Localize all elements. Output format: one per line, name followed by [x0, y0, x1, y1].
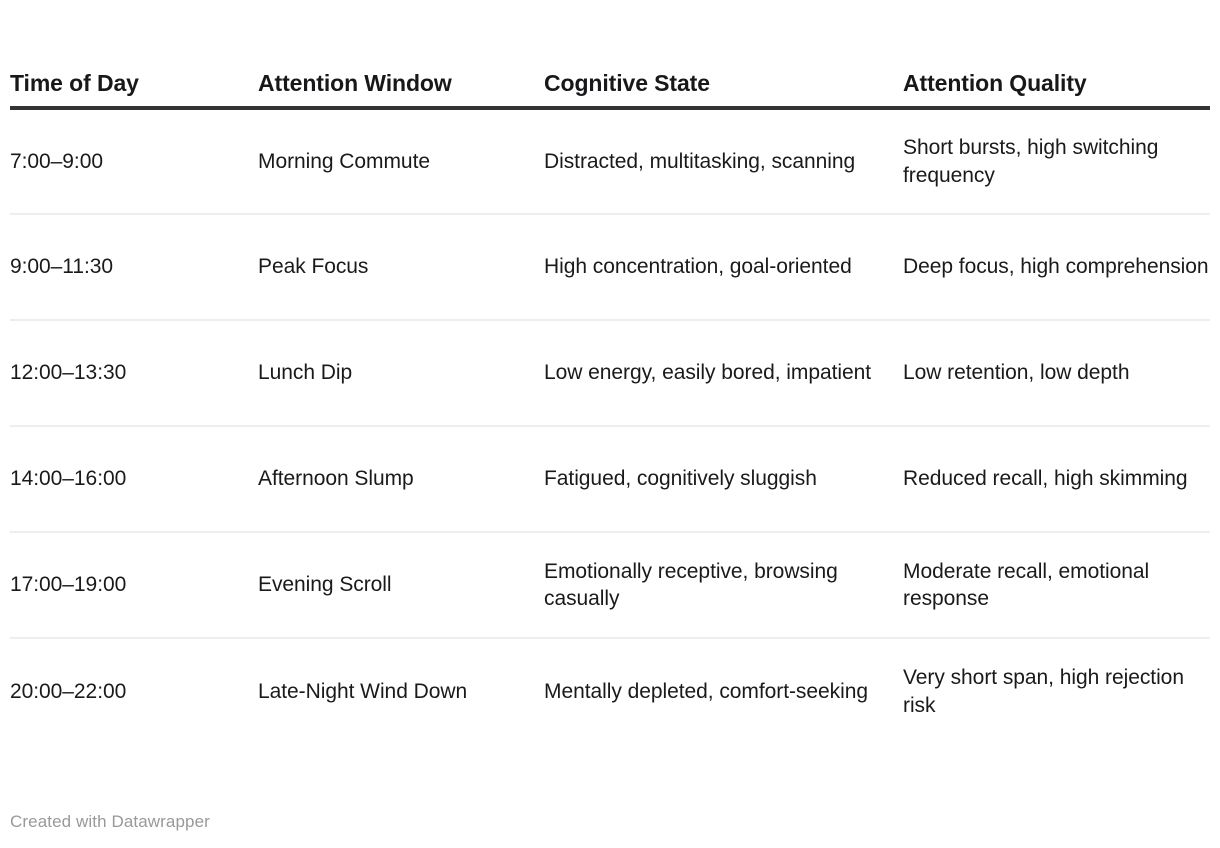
- table-row: 12:00–13:30 Lunch Dip Low energy, easily…: [10, 320, 1210, 427]
- cell-attention-window: Morning Commute: [258, 108, 544, 215]
- column-header-cognitive-state[interactable]: Cognitive State: [544, 0, 903, 110]
- cell-attention-window: Late-Night Wind Down: [258, 679, 468, 703]
- cell-time-of-day: 20:00–22:00: [10, 679, 127, 703]
- cell-time-of-day: 14:00–16:00: [10, 426, 258, 533]
- table-row: 14:00–16:00 Afternoon Slump Fatigued, co…: [10, 426, 1210, 533]
- cell-attention-quality: Moderate recall, emotional response: [903, 532, 1210, 639]
- table-row: 20:00–22:00 Late-Night Wind Down Mentall…: [10, 638, 1210, 744]
- cell-time-of-day: 17:00–19:00: [10, 532, 258, 639]
- cell-time-of-day: 7:00–9:00: [10, 108, 258, 215]
- cell-cognitive-state: Distracted, multitasking, scanning: [544, 108, 903, 215]
- table-row: 7:00–9:00 Morning Commute Distracted, mu…: [10, 108, 1210, 215]
- datawrapper-credit[interactable]: Created with Datawrapper: [10, 812, 210, 831]
- cell-attention-window: Peak Focus: [258, 214, 544, 321]
- cell-attention-window: Lunch Dip: [258, 320, 544, 427]
- data-table: Time of Day Attention Window Cognitive S…: [10, 0, 1210, 744]
- cell-cognitive-state: Fatigued, cognitively sluggish: [544, 426, 903, 533]
- cell-attention-quality: Very short span, high rejection risk: [903, 666, 1184, 717]
- cell-cognitive-state: Mentally depleted, comfort-seeking: [544, 679, 868, 703]
- cell-time-of-day: 12:00–13:30: [10, 320, 258, 427]
- cell-attention-quality: Short bursts, high switching frequency: [903, 108, 1210, 215]
- column-header-attention-window[interactable]: Attention Window: [258, 0, 544, 110]
- cell-attention-window: Evening Scroll: [258, 532, 544, 639]
- table-header: Time of Day Attention Window Cognitive S…: [10, 0, 1210, 110]
- table-row: 17:00–19:00 Evening Scroll Emotionally r…: [10, 532, 1210, 639]
- cell-cognitive-state: Low energy, easily bored, impatient: [544, 320, 903, 427]
- column-header-attention-quality[interactable]: Attention Quality: [903, 0, 1210, 110]
- table-row: 9:00–11:30 Peak Focus High concentration…: [10, 214, 1210, 321]
- cell-attention-quality: Reduced recall, high skimming: [903, 426, 1210, 533]
- table-body: 7:00–9:00 Morning Commute Distracted, mu…: [10, 108, 1210, 744]
- cell-time-of-day: 9:00–11:30: [10, 214, 258, 321]
- cell-attention-quality: Low retention, low depth: [903, 320, 1210, 427]
- cell-attention-quality: Deep focus, high comprehension: [903, 214, 1210, 321]
- table-header-row: Time of Day Attention Window Cognitive S…: [10, 0, 1210, 110]
- cell-cognitive-state: High concentration, goal-oriented: [544, 214, 903, 321]
- column-header-time-of-day[interactable]: Time of Day: [10, 0, 258, 110]
- cell-cognitive-state: Emotionally receptive, browsing casually: [544, 532, 903, 639]
- cell-attention-window: Afternoon Slump: [258, 426, 544, 533]
